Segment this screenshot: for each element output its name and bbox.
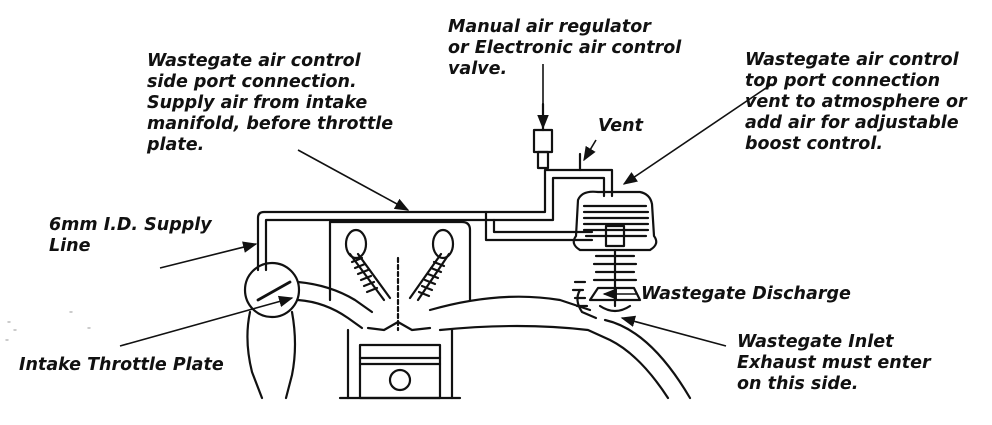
arrow-inlet [620,315,727,347]
arrow-supply-line [159,241,258,269]
label-supply-line: 6mm I.D. Supply Line [49,215,212,257]
label-line: add air for adjustable [745,113,959,133]
label-line: Wastegate Discharge [641,284,851,304]
label-line: Exhaust must enter [737,353,931,373]
label-line: Intake Throttle Plate [19,355,224,375]
label-line: boost control. [745,134,883,154]
supply-line-tube [256,168,614,272]
label-line: 6mm I.D. Supply [49,215,212,235]
exhaust-runner-bottom [438,324,670,400]
arrow-throttle [119,295,294,347]
cylinder-block [338,328,462,400]
arrow-side-port [297,149,410,211]
label-intake-throttle-plate: Intake Throttle Plate [19,355,224,376]
label-line: valve. [448,59,508,79]
label-manual-air-regulator: Manual air regulator or Electronic air c… [448,17,681,80]
label-line: manifold, before throttle [147,114,394,134]
cylinder-head [328,220,472,332]
label-line: on this side. [737,374,859,394]
label-side-port: Wastegate air control side port connecti… [147,51,393,156]
regulator-valve [532,102,582,172]
label-line: Supply air from intake [147,93,368,113]
label-vent: Vent [598,116,643,137]
arrow-top-port [622,83,773,185]
label-line: side port connection. [147,72,357,92]
label-line: plate. [147,135,205,155]
label-wastegate-inlet: Wastegate Inlet Exhaust must enter on th… [737,332,931,395]
intake-runner-bottom [296,298,364,330]
label-wastegate-discharge: Wastegate Discharge [641,284,851,305]
label-line: Line [49,236,91,256]
label-line: Wastegate air control [745,50,959,70]
label-line: vent to atmosphere or [745,92,967,112]
label-line: Wastegate air control [147,51,361,71]
arrow-vent [583,139,597,162]
label-line: Vent [598,116,643,136]
throttle-housing [243,261,301,400]
label-line: Manual air regulator [448,17,651,37]
intake-runner-top [296,280,374,314]
exhaust-runner-top [428,295,592,312]
label-line: or Electronic air control [448,38,682,58]
exhaust-pipe-outer [603,318,692,400]
label-top-port: Wastegate air control top port connectio… [745,50,967,155]
label-line: Wastegate Inlet [737,332,894,352]
label-line: top port connection [745,71,941,91]
